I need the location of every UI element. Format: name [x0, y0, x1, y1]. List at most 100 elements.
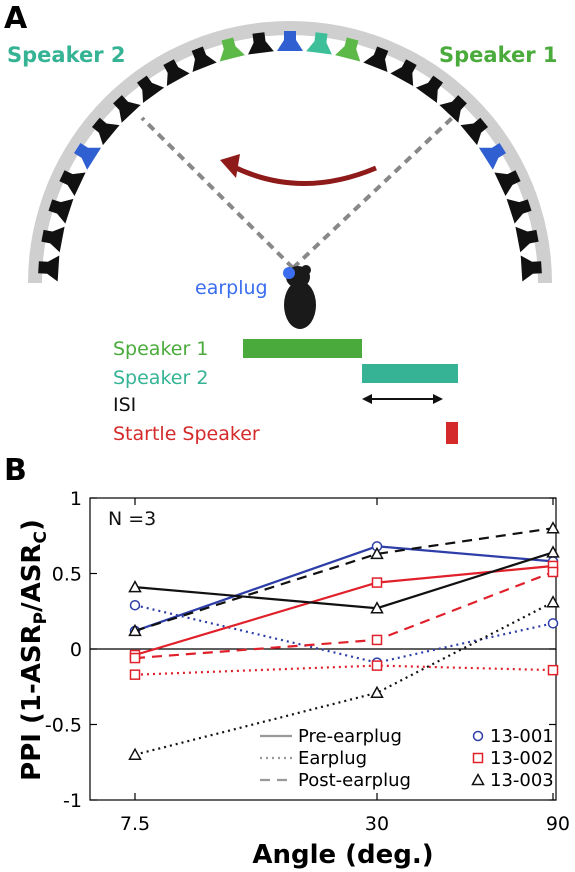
timeline-label-isi: ISI: [113, 394, 136, 416]
speaker-icon: [48, 198, 74, 224]
speaker1-label: Speaker 1: [439, 43, 558, 67]
series-line: [134, 545, 554, 632]
data-point: [546, 595, 560, 608]
timeline-bar-startle: [446, 422, 458, 444]
data-point: [370, 601, 384, 614]
data-point: [547, 566, 559, 578]
timeline-label-speaker1: Speaker 1: [113, 338, 208, 360]
x-tick-label: 7.5: [120, 813, 150, 835]
speaker2-label: Speaker 2: [7, 43, 126, 67]
speaker-icon: [59, 170, 86, 196]
data-point: [129, 652, 141, 664]
speaker-icon: [520, 255, 542, 282]
series-line: [134, 604, 554, 664]
series-line: [134, 664, 554, 676]
x-tick-label: 90: [546, 813, 570, 835]
data-point: [128, 747, 142, 760]
timeline: Speaker 1 Speaker 2 ISI Startle Speaker: [113, 338, 458, 445]
legend-label-condition: Pre-earplug: [298, 726, 402, 747]
speaker-icon: [494, 170, 521, 196]
speaker-icon: [515, 226, 539, 253]
speaker-icon: [415, 75, 444, 103]
speaker-icon: [439, 95, 467, 123]
timeline-label-startle: Startle Speaker: [113, 423, 260, 445]
motion-arrowhead-icon: [220, 154, 240, 178]
timeline-bar-speaker2: [362, 364, 458, 383]
y-tick-label: 0: [70, 639, 82, 661]
sound-path-right: [291, 116, 454, 270]
timeline-bar-speaker1: [243, 339, 362, 358]
series-13-001-solid: [129, 541, 559, 637]
series-line: [134, 551, 554, 610]
speaker-icon: [478, 142, 507, 170]
series-layer: [128, 521, 560, 760]
speaker-icon: [335, 37, 361, 62]
data-point: [546, 545, 560, 558]
speaker-icon: [73, 142, 102, 170]
data-point: [370, 546, 384, 560]
speaker-icon: [363, 46, 389, 73]
animal-icon: [284, 265, 316, 329]
data-point: [128, 623, 142, 637]
series-13-003-dotted: [128, 595, 560, 760]
speaker-icon: [163, 59, 190, 86]
y-axis-title: PPI (1-ASRP/ASRC): [17, 519, 51, 781]
legend-marker-triangle-icon: [471, 772, 485, 786]
speaker-icon: [306, 32, 332, 55]
timeline-label-speaker2: Speaker 2: [113, 367, 208, 389]
speaker-icon: [390, 59, 417, 86]
legend-label-subject: 13-001: [490, 726, 554, 747]
speaker-icon: [506, 198, 532, 224]
y-tick-label: -1: [63, 790, 82, 812]
speaker-icon: [191, 46, 217, 73]
series-13-003-solid: [128, 545, 560, 614]
speaker-icon: [460, 117, 489, 146]
data-point: [129, 599, 141, 611]
data-point: [371, 660, 383, 671]
y-tick-label: -0.5: [45, 715, 82, 737]
data-point: [546, 521, 560, 534]
x-axis-title: Angle (deg.): [252, 840, 433, 870]
speaker-icon: [136, 75, 165, 103]
speaker-array: [38, 31, 542, 282]
y-tick-label: 1: [70, 488, 82, 510]
data-point: [370, 685, 384, 699]
speaker-icon: [91, 117, 120, 146]
x-axis-ticks: 7.5 30 90: [120, 498, 570, 835]
series-13-002-dotted: [129, 660, 559, 680]
earplug-dot-icon: [283, 267, 295, 279]
isi-arrow-left-icon: [362, 394, 372, 404]
data-point: [547, 618, 559, 629]
legend: Pre-earplugEarplugPost-earplug13-00113-0…: [260, 726, 554, 791]
data-point: [371, 634, 383, 646]
legend-marker-square-icon: [472, 752, 484, 764]
y-axis-ticks: -1-0.500.51: [45, 488, 556, 812]
series-line: [134, 570, 554, 660]
legend-marker-circle-icon: [472, 730, 484, 742]
panel-b-letter: B: [4, 453, 27, 488]
legend-label-condition: Earplug: [298, 748, 367, 769]
sound-path-left: [140, 116, 295, 270]
series-13-002-dashed: [129, 566, 559, 664]
motion-arc: [230, 163, 377, 186]
data-point: [547, 664, 559, 676]
legend-label-condition: Post-earplug: [298, 770, 411, 791]
series-line: [134, 527, 554, 632]
legend-label-subject: 13-003: [490, 770, 554, 791]
panel-a: A Speaker 2 Speaker 1 earplug Speaker 1 …: [4, 1, 558, 445]
earplug-label: earplug: [195, 277, 268, 299]
x-tick-label: 30: [365, 813, 389, 835]
speaker-icon: [38, 255, 60, 282]
n-annotation: N =3: [108, 508, 156, 530]
speaker-icon: [219, 37, 245, 62]
speaker-icon: [277, 31, 303, 51]
speaker-icon: [113, 95, 141, 123]
data-point: [128, 580, 142, 593]
speaker-icon: [41, 226, 65, 253]
isi-arrow-right-icon: [433, 394, 443, 404]
series-13-003-dashed: [128, 521, 560, 637]
legend-label-subject: 13-002: [490, 748, 554, 769]
speaker-icon: [248, 32, 274, 55]
